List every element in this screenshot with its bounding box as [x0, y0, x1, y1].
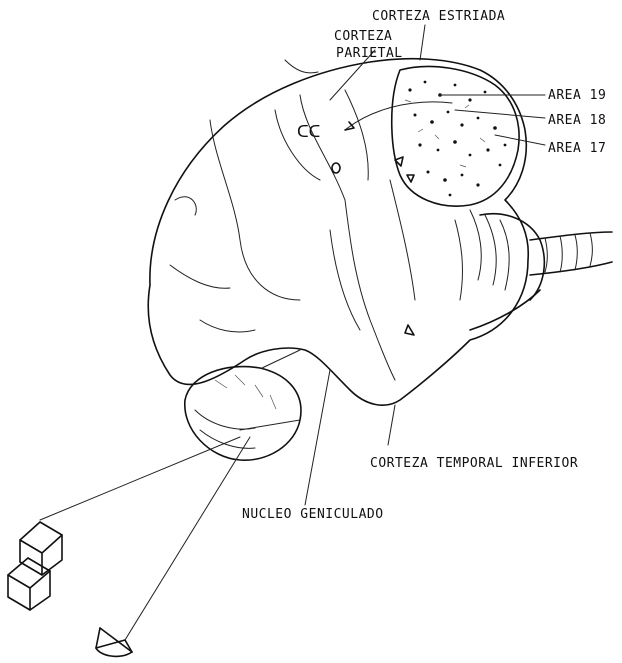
label-corteza-temporal-inferior: CORTEZA TEMPORAL INFERIOR: [370, 456, 578, 471]
label-corteza-parietal-line2: PARIETAL: [336, 46, 403, 61]
eye: [185, 367, 301, 461]
label-nucleo-geniculado: NUCLEO GENICULADO: [242, 507, 384, 522]
inner-marks: ᑕᑕ: [297, 122, 414, 335]
label-corteza-parietal-line1: CORTEZA: [334, 29, 392, 44]
label-area-19: AREA 19: [548, 88, 606, 103]
svg-text:ᑕᑕ: ᑕᑕ: [297, 122, 320, 141]
label-corteza-estriada: CORTEZA ESTRIADA: [372, 9, 505, 24]
cube-objects: [8, 522, 62, 610]
label-area-18: AREA 18: [548, 113, 606, 128]
cone-object: [96, 628, 132, 656]
labels: CORTEZA ESTRIADA CORTEZA PARIETAL AREA 1…: [242, 9, 606, 522]
label-area-17: AREA 17: [548, 141, 606, 156]
brain-sulci: [170, 60, 415, 380]
